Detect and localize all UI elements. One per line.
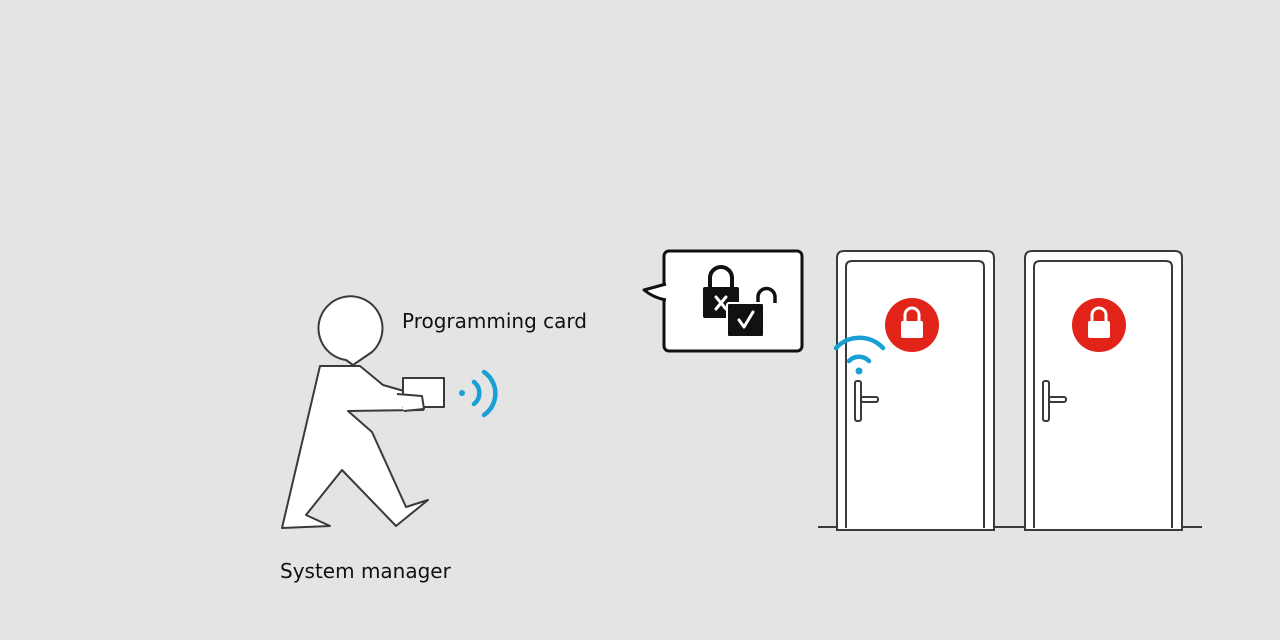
- wifi-signal-icon: [833, 335, 886, 375]
- door-right: [1024, 250, 1183, 531]
- person-body: [281, 365, 429, 529]
- door-left: [833, 250, 995, 531]
- padlock-unlocked-check-icon: [726, 286, 777, 338]
- person-head: [317, 295, 384, 366]
- person-icon: [281, 295, 445, 529]
- programming-card-label: Programming card: [402, 309, 587, 333]
- nfc-signal-icon: [459, 369, 498, 418]
- door-handle-icon: [854, 380, 879, 422]
- padlock-red-icon: [885, 298, 939, 352]
- person-hand: [396, 393, 425, 412]
- system-manager-label: System manager: [280, 559, 451, 583]
- door-handle-icon: [1042, 380, 1067, 422]
- padlock-red-icon: [1072, 298, 1126, 352]
